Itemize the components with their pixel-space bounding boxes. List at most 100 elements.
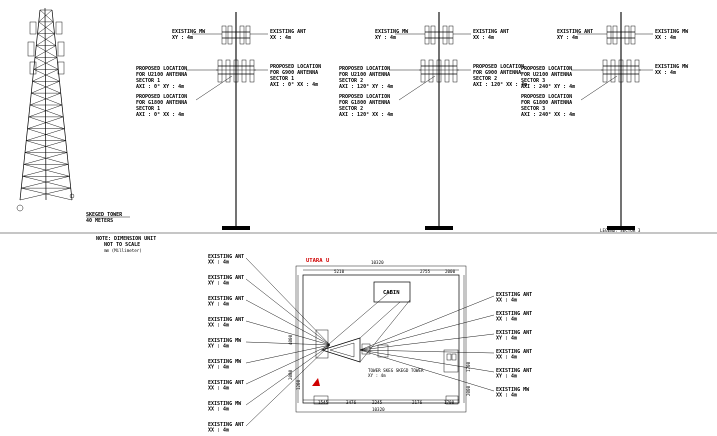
pole-2-proposed-left-top-line-4: AXI : 120° XY : 4m — [339, 84, 393, 90]
pole-2-proposed-left-bottom-line-2: FOR G1800 ANTENNA — [339, 100, 390, 106]
pole-2-proposed-right-line-3: SECTOR 2 — [473, 76, 497, 82]
callout-text: EXISTING ANT — [208, 254, 244, 260]
callout-text: EXISTING ANT — [208, 380, 244, 386]
pole-1-proposed-left-top-line-1: PROPOSED LOCATION — [136, 66, 187, 72]
callout-text: EXISTING ANT — [496, 292, 532, 298]
pole-2-proposed-left-bottom-line-3: SECTOR 2 — [339, 106, 363, 112]
pole-1-proposed-left-bottom-line-1: PROPOSED LOCATION — [136, 94, 187, 100]
lattice-tower — [16, 7, 75, 212]
pole-3-proposed-right-line-2: XX : 4m — [655, 70, 676, 76]
pole-1-proposed-left-top-line-3: SECTOR 1 — [136, 78, 160, 84]
callout-text: XX : 4m — [496, 298, 517, 304]
cabin-label: CABIN — [383, 290, 400, 296]
pole-3-proposed-left-bottom-line-3: SECTOR 3 — [521, 106, 545, 112]
pole-1-existing-right-line-1: EXISTING ANT — [270, 29, 306, 35]
tower-height: 40 METERS — [86, 218, 113, 224]
left-dim-3: 1200 — [296, 379, 301, 390]
pole-3-proposed-left-top-line-4: AXI : 240° XY : 4m — [521, 84, 575, 90]
top-dim-3: 2000 — [445, 269, 456, 274]
pole-1-existing-left-line-1: EXISTING MW — [172, 29, 206, 35]
callout-text: EXISTING ANT — [496, 368, 532, 374]
callout-text: XX : 4m — [496, 355, 517, 361]
callout-text: XY : 4m — [208, 281, 229, 287]
bottom-dim-3: 2245 — [372, 400, 383, 405]
pole-1-existing-right-line-2: XX : 4m — [270, 35, 291, 41]
callout-text: EXISTING MW — [208, 401, 242, 407]
site-plan: UTARA U 10320 5210 2755 2000 CABIN TOWER… — [288, 258, 471, 413]
bottom-total: 10320 — [372, 407, 385, 412]
left-dim-2: 2000 — [288, 369, 293, 380]
callout-text: XX : 4m — [208, 407, 229, 413]
notes: NOTE: DIMENSION UNIT NOT TO SCALE mm (Mi… — [96, 236, 156, 253]
callout-text: XX : 4m — [208, 323, 229, 329]
pole-3-proposed-left-top-line-3: SECTOR 3 — [521, 78, 545, 84]
pole-1-proposed-right-line-4: AXI : 0° XX : 4m — [270, 82, 318, 88]
tower-caption: SKEGED TOWER 40 METERS — [86, 212, 130, 224]
pole-2-proposed-left-top-line-3: SECTOR 2 — [339, 78, 363, 84]
left-dim-1: 4000 — [288, 334, 293, 345]
pole-3-existing-left-line-2: XY : 4m — [557, 35, 578, 41]
pole-1-proposed-right-line-1: PROPOSED LOCATION — [270, 64, 321, 70]
pole-1-proposed-left-bottom-line-3: SECTOR 1 — [136, 106, 160, 112]
pole-3-proposed-left-top-line-1: PROPOSED LOCATION — [521, 66, 572, 72]
north-symbol: U — [326, 258, 330, 264]
pole-1-proposed-left-bottom-line-2: FOR G1800 ANTENNA — [136, 100, 187, 106]
callout-text: EXISTING ANT — [208, 317, 244, 323]
pole-1-proposed-left-top-line-4: AXI : 0° XY : 4m — [136, 84, 184, 90]
callout-text: XX : 4m — [496, 393, 517, 399]
callout-text: XX : 4m — [208, 428, 229, 434]
pole-2-existing-left-line-2: XY : 4m — [375, 35, 396, 41]
pole-1-proposed-right-line-2: FOR G900 ANTENNA — [270, 70, 318, 76]
callout-text: EXISTING MW — [208, 359, 242, 365]
pole-2-proposed-right-line-4: AXI : 120° XX : 4m — [473, 82, 527, 88]
pole-2-proposed-left-top-line-2: FOR U2100 ANTENNA — [339, 72, 390, 78]
callout-text: EXISTING ANT — [496, 330, 532, 336]
pole-2-existing-left-line-1: EXISTING MW — [375, 29, 409, 35]
callout-text: XY : 4m — [208, 302, 229, 308]
callout-text: XY : 4m — [208, 365, 229, 371]
pole-footer: LEGEND: SECTOR 3 — [600, 228, 641, 233]
pole-3-proposed-right-line-1: EXISTING MW — [655, 64, 689, 70]
callout-text: XX : 4m — [208, 386, 229, 392]
pole-3-proposed-left-bottom-line-4: AXI : 240° XX : 4m — [521, 112, 575, 118]
callout-text: EXISTING ANT — [496, 311, 532, 317]
callout-text: EXISTING ANT — [208, 275, 244, 281]
callout-text: XY : 4m — [496, 336, 517, 342]
tower-title: SKEGED TOWER — [86, 212, 123, 218]
bottom-dim-5: 1700 — [444, 400, 455, 405]
callout-text: XY : 4m — [208, 344, 229, 350]
north-arrow-icon — [312, 378, 320, 386]
pole-3-existing-left-line-1: EXISTING ANT — [557, 29, 593, 35]
callout-text: XX : 4m — [208, 260, 229, 266]
callout-text: XY : 4m — [496, 374, 517, 380]
pole-2-existing-right-line-1: EXISTING ANT — [473, 29, 509, 35]
pole-2-proposed-left-bottom-line-1: PROPOSED LOCATION — [339, 94, 390, 100]
pole-3-existing-right-line-1: EXISTING MW — [655, 29, 689, 35]
top-dim-1: 5210 — [334, 269, 345, 274]
top-total: 10320 — [371, 260, 384, 265]
callout-text: XX : 4m — [496, 317, 517, 323]
pole-2-proposed-right-line-1: PROPOSED LOCATION — [473, 64, 524, 70]
top-dim-2: 2755 — [420, 269, 431, 274]
pole-3-proposed-left-bottom-line-1: PROPOSED LOCATION — [521, 94, 572, 100]
bottom-dim-1: 1545 — [318, 400, 329, 405]
pole-2-proposed-right-line-2: FOR G900 ANTENNA — [473, 70, 521, 76]
pole-1-proposed-left-bottom-line-4: AXI : 0° XX : 4m — [136, 112, 184, 118]
note-line-1: NOTE: DIMENSION UNIT — [96, 236, 156, 242]
pole-1-proposed-right-line-3: SECTOR 1 — [270, 76, 294, 82]
pole-1-existing-left-line-2: XY : 4m — [172, 35, 193, 41]
tower-plan-label-1: TOWER SKEG SKEGD TOWER — [368, 368, 424, 373]
